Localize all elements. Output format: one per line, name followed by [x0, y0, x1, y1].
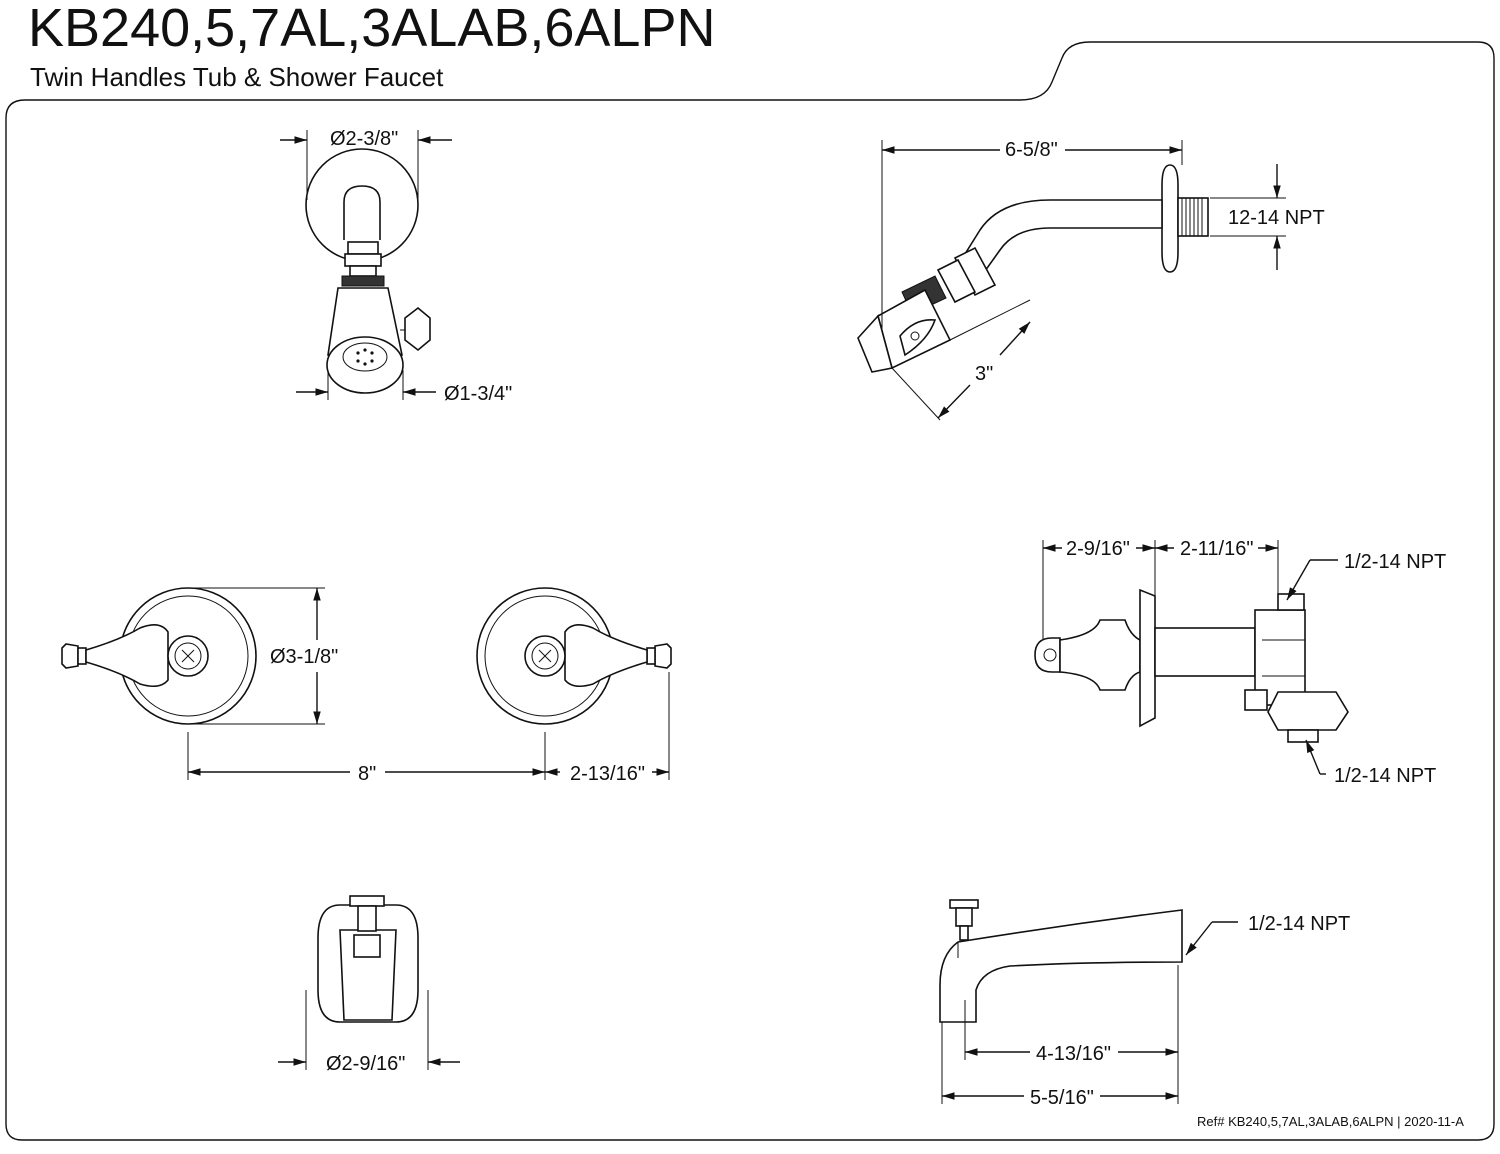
right-handle-front-view — [476, 587, 672, 725]
shower-flange-dia-label: Ø2-3/8" — [330, 128, 398, 150]
spout-thread-label: 1/2-14 NPT — [1248, 913, 1350, 935]
shower-head-length-label: 3" — [975, 363, 993, 385]
spout-flange-dia-label: Ø2-9/16" — [326, 1053, 405, 1075]
handle-spacing-dimension: 8" 2-13/16" — [187, 672, 670, 785]
drawing-title: KB240,5,7AL,3ALAB,6ALPN — [28, 0, 715, 58]
handle-flange-dia-label: Ø3-1/8" — [270, 646, 338, 668]
tub-spout-side-view — [939, 899, 1183, 1023]
drawing-subtitle: Twin Handles Tub & Shower Faucet — [30, 62, 444, 92]
valve-bottom-thread-callout: 1/2-14 NPT — [1305, 739, 1436, 787]
shower-arm-length-label: 6-5/8" — [1005, 139, 1058, 161]
shower-arm-thread-dimension: 12-14 NPT — [1210, 164, 1325, 270]
valve-depth-dimension: 2-9/16" 2-11/16" — [1042, 538, 1279, 640]
shower-flange-dimension: Ø2-3/8" — [280, 128, 452, 200]
handle-spacing-label: 8" — [358, 763, 376, 785]
spout-reach-short-label: 4-13/16" — [1036, 1043, 1111, 1065]
reference-number: Ref# KB240,5,7AL,3ALAB,6ALPN | 2020-11-A — [1197, 1114, 1464, 1129]
drawing-border — [5, 41, 1495, 1141]
shower-arm-length-dimension: 6-5/8" — [881, 139, 1183, 330]
valve-top-thread-callout: 1/2-14 NPT — [1286, 551, 1446, 601]
handle-overhang-label: 2-13/16" — [570, 763, 645, 785]
shower-head-dia-dimension: Ø1-3/4" — [296, 370, 512, 405]
valve-side-view — [1034, 588, 1349, 743]
shower-head-dia-label: Ø1-3/4" — [444, 383, 512, 405]
spout-thread-callout: 1/2-14 NPT — [1185, 913, 1350, 956]
valve-depth-rear-label: 2-11/16" — [1180, 538, 1253, 560]
valve-depth-front-label: 2-9/16" — [1066, 538, 1130, 560]
left-handle-front-view — [61, 587, 257, 725]
handle-flange-dimension: Ø3-1/8" — [190, 587, 338, 725]
valve-bottom-thread-label: 1/2-14 NPT — [1334, 765, 1436, 787]
tub-spout-front-view — [317, 895, 419, 1023]
shower-arm-thread-label: 12-14 NPT — [1228, 207, 1325, 229]
spout-reach-long-label: 5-5/16" — [1030, 1087, 1094, 1109]
shower-head-length-dimension: 3" — [891, 299, 1031, 421]
spout-reach-dimension: 4-13/16" 5-5/16" — [941, 965, 1179, 1109]
shower-head-front-view — [305, 148, 431, 394]
shower-arm-side-view — [857, 164, 1209, 373]
spout-flange-dimension: Ø2-9/16" — [278, 990, 460, 1075]
valve-top-thread-label: 1/2-14 NPT — [1344, 551, 1446, 573]
